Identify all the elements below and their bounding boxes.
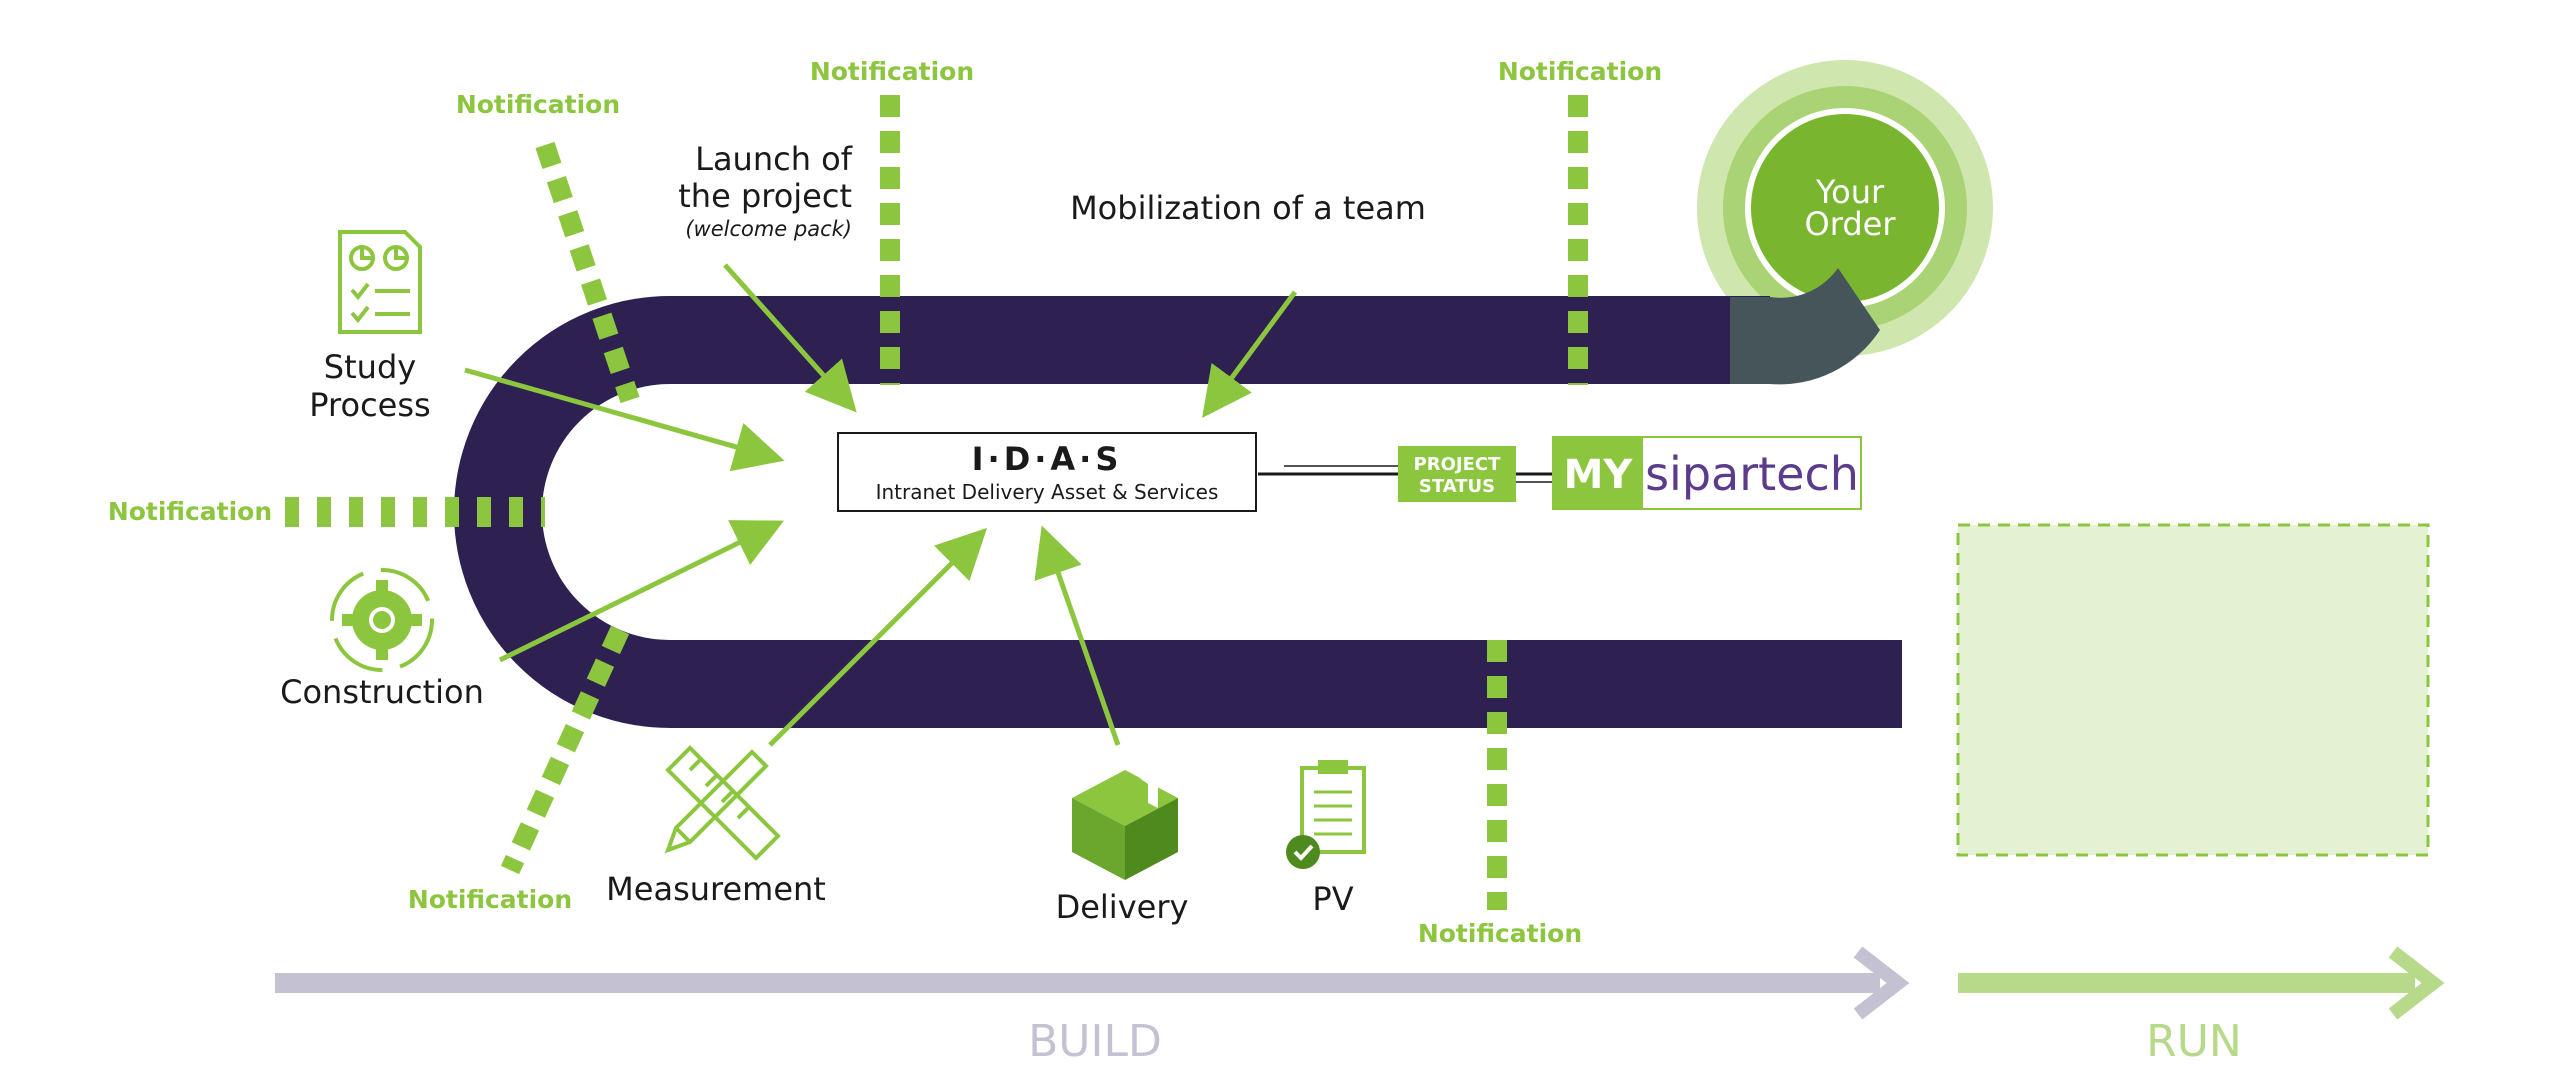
document-chart-icon: [338, 230, 422, 334]
arrow-study: [464, 367, 785, 472]
arrow-delivery: [1034, 525, 1121, 746]
your-order-line2: Order: [1805, 205, 1897, 243]
mobilization-label: Mobilization of a team: [1070, 189, 1426, 227]
project-status-badge: PROJECT STATUS: [1398, 446, 1516, 502]
notification-bottom-left-label: Notification: [408, 885, 572, 914]
measurement-label: Measurement: [606, 870, 826, 908]
logo-prefix: MY: [1564, 452, 1634, 498]
idas-subtitle: Intranet Delivery Asset & Services: [876, 480, 1219, 504]
build-phase-label: BUILD: [1028, 1016, 1162, 1067]
run-phase-arrow: [1958, 946, 2445, 1020]
construction-label: Construction: [280, 673, 484, 711]
notification-bar-bottom-left: [500, 625, 630, 875]
notification-bottom-right-label: Notification: [1418, 919, 1582, 948]
project-status-line2: STATUS: [1419, 476, 1495, 497]
notification-left-label: Notification: [108, 497, 272, 526]
track-order-joint: [1730, 268, 1880, 385]
your-order-badge: [1697, 60, 1993, 356]
launch-label-sub: (welcome pack): [685, 217, 852, 241]
notification-bar-top-left: [535, 141, 640, 404]
run-phase-label: RUN: [2146, 1016, 2242, 1067]
delivery-label: Delivery: [1056, 888, 1189, 926]
notification-top-left-label: Notification: [456, 90, 620, 119]
idas-box: I·D·A·S Intranet Delivery Asset & Servic…: [837, 432, 1257, 512]
run-area-box: [1956, 523, 2430, 857]
study-label-line2: Process: [309, 386, 430, 424]
launch-label-line1: Launch of: [695, 140, 853, 178]
build-phase-arrow: [275, 946, 1910, 1020]
idas-title: I·D·A·S: [972, 440, 1123, 478]
arrow-mobilization: [1202, 290, 1298, 419]
box-icon: [1072, 770, 1178, 880]
my-sipartech-logo: MY sipartech: [1552, 436, 1862, 510]
gear-cycle-icon: [330, 568, 434, 672]
notification-top-right-label: Notification: [1498, 57, 1662, 86]
project-status-line1: PROJECT: [1414, 454, 1502, 475]
your-order-line1: Your: [1815, 173, 1885, 211]
clipboard-check-icon: [1286, 760, 1366, 869]
notification-top-middle-label: Notification: [810, 57, 974, 86]
arrow-measurement: [768, 527, 988, 747]
launch-label-line2: the project: [678, 177, 852, 215]
idas-status-connector: [1258, 465, 1553, 483]
study-label-line1: Study: [324, 348, 416, 386]
arrow-launch: [723, 263, 857, 413]
arrow-construction: [498, 520, 784, 663]
pv-label: PV: [1312, 880, 1353, 918]
flow-arrows: [464, 263, 1298, 747]
notification-bars: [285, 95, 1588, 910]
logo-name: sipartech: [1645, 447, 1859, 501]
ruler-pencil-icon: [664, 745, 781, 861]
